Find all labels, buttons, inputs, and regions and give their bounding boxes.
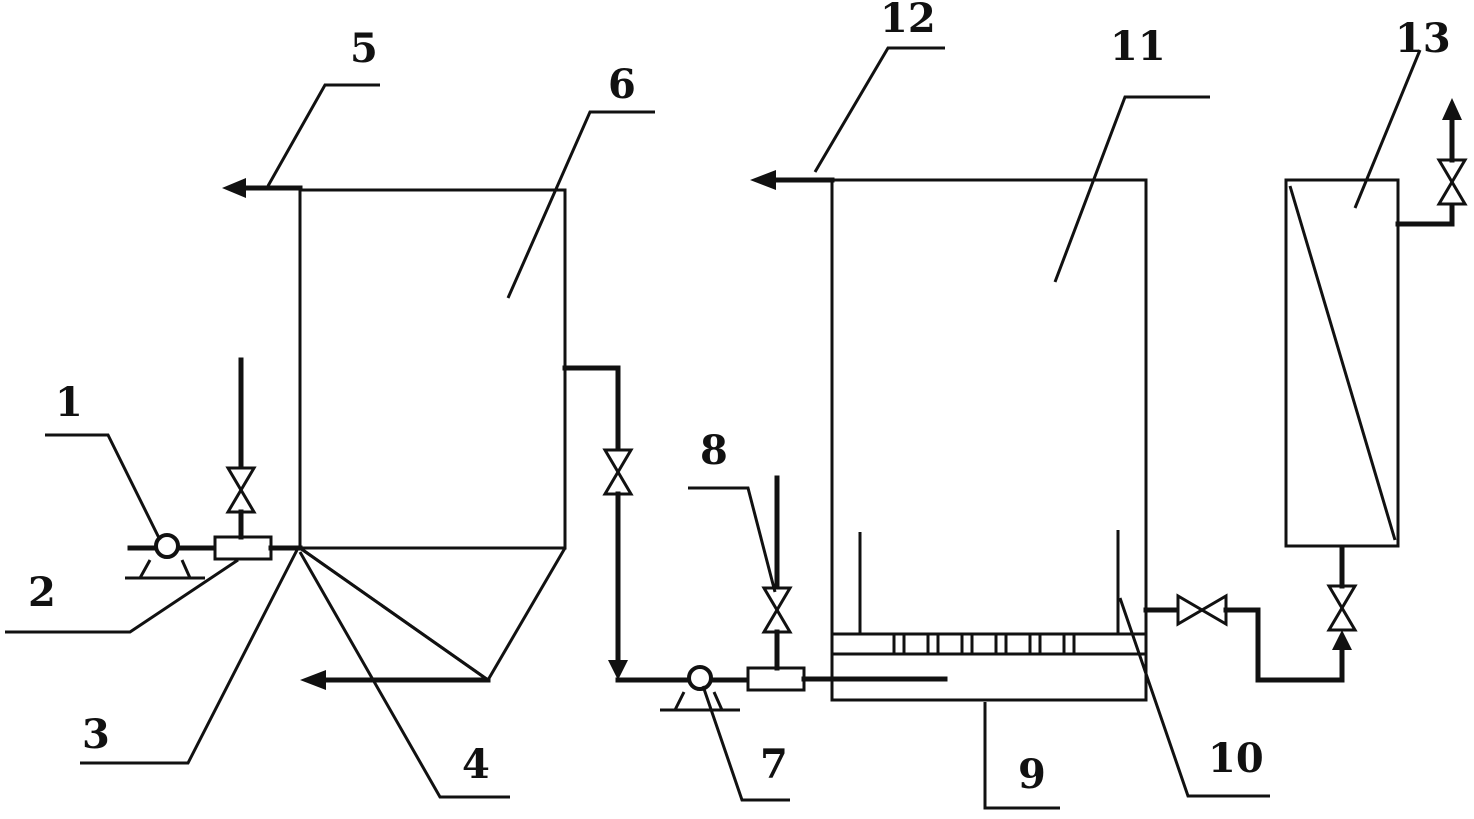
label-5: 5 xyxy=(350,25,378,72)
leader-lines xyxy=(5,46,1422,810)
label-3: 3 xyxy=(82,711,110,758)
inlet-mixer xyxy=(213,535,303,561)
label-10: 10 xyxy=(1208,735,1264,782)
overflow-outlet-arrow xyxy=(222,178,303,198)
label-12: 12 xyxy=(880,0,936,42)
label-9: 9 xyxy=(1018,751,1046,798)
transfer-line xyxy=(562,365,691,683)
dosing-line-valve-left xyxy=(225,357,257,540)
reactor-outlet-arrow xyxy=(750,170,835,190)
label-13: 13 xyxy=(1395,15,1451,62)
filter-column xyxy=(1284,98,1468,548)
inlet-pump xyxy=(125,533,218,580)
sludge-outlet-arrow xyxy=(300,670,491,690)
reactor-tank xyxy=(830,178,1148,702)
label-1: 1 xyxy=(55,379,83,426)
label-7: 7 xyxy=(760,741,788,788)
booster-pump xyxy=(660,665,751,712)
label-11: 11 xyxy=(1110,23,1166,70)
label-6: 6 xyxy=(608,61,636,108)
label-8: 8 xyxy=(700,427,728,474)
dosing-mixer xyxy=(746,475,948,692)
label-4: 4 xyxy=(462,741,490,788)
settling-tank xyxy=(298,188,567,682)
label-2: 2 xyxy=(28,569,56,616)
reactor-to-column-line xyxy=(1143,543,1358,683)
distributor-pipe xyxy=(830,632,1148,656)
